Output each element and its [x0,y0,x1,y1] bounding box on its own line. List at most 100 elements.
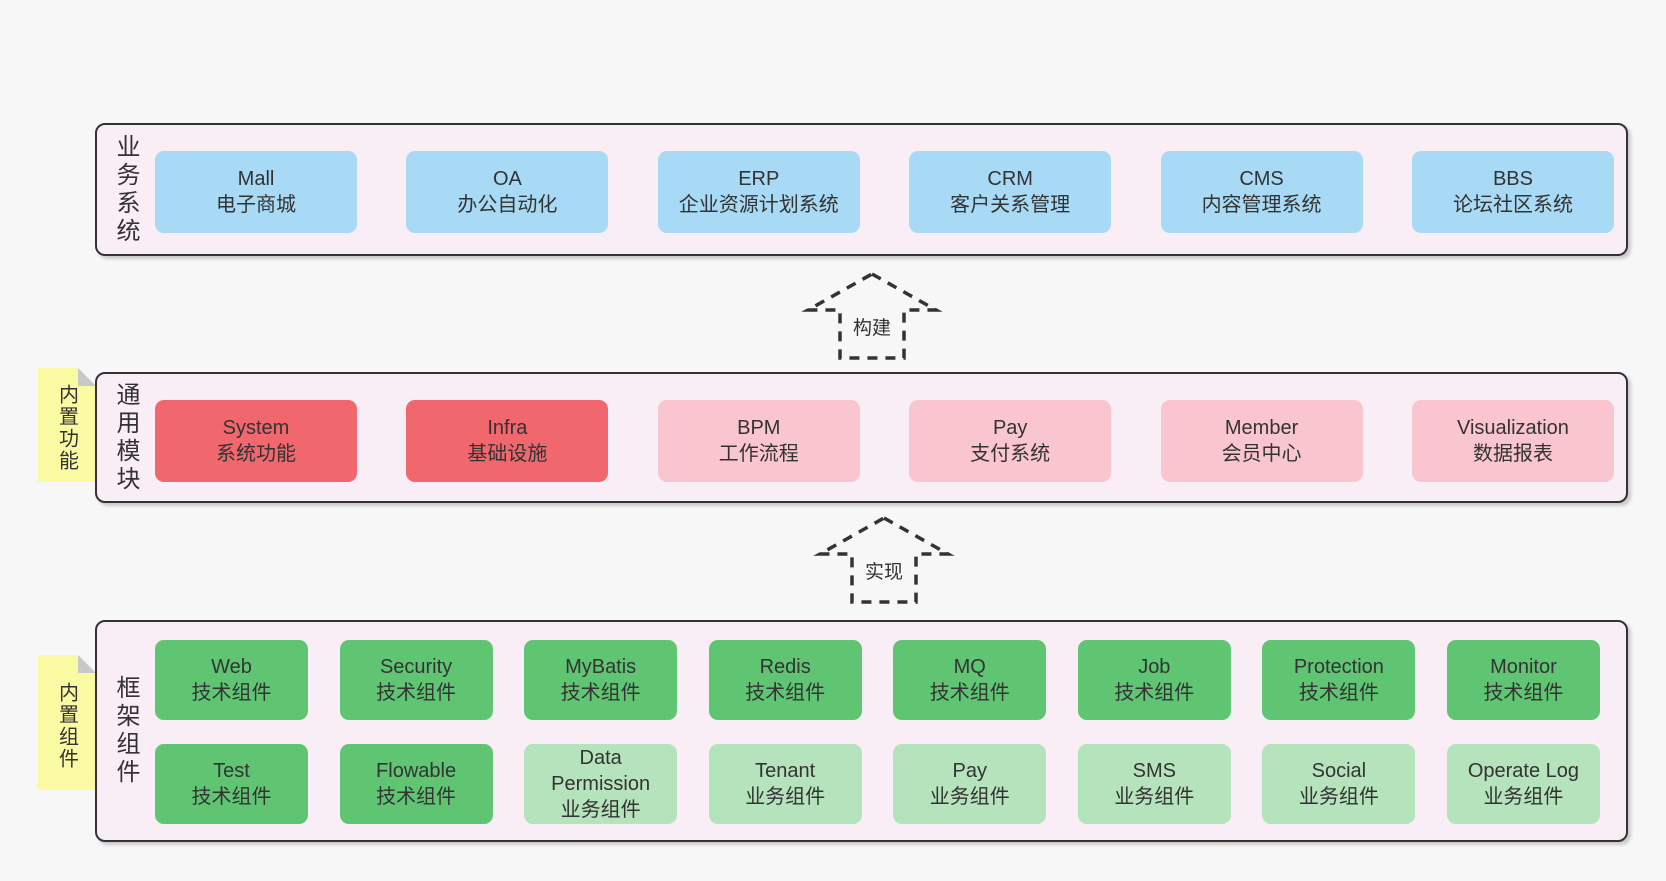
module-name: Social [1311,760,1367,782]
module-name: Monitor [1490,656,1557,678]
box-row-common-modules: System 系统功能 Infra 基础设施 BPM 工作流程 Pay 支付系统 Member 会… [155,400,1614,482]
module-name: CRM [987,168,1033,190]
module-subtitle: 技术组件 [376,682,457,704]
module-name: Visualization [1456,417,1569,439]
module-box-oa: OA 办公自动化 [406,151,609,233]
module-subtitle: 工作流程 [718,443,799,465]
module-box-test: Test 技术组件 [155,744,308,824]
module-name: BPM [737,417,781,439]
module-subtitle: 技术组件 [191,786,272,808]
module-subtitle: 客户关系管理 [950,194,1071,216]
module-subtitle: 技术组件 [191,682,272,704]
module-subtitle: 企业资源计划系统 [678,194,839,216]
module-box-job: Job 技术组件 [1077,640,1231,720]
module-box-cms: CMS 内容管理系统 [1160,151,1363,233]
module-box-visualization: Visualization 数据报表 [1411,400,1614,482]
module-name: MyBatis [565,656,637,678]
module-box-bbs: BBS 论坛社区系统 [1411,151,1614,233]
module-box-web: Web 技术组件 [155,640,308,720]
build-arrow: 构建 [801,271,943,361]
module-name: Pay [992,417,1028,439]
band-title-framework-components: 框架组件 [112,675,139,787]
module-box-erp: ERP 企业资源计划系统 [657,151,860,233]
module-box-mall: Mall 电子商城 [155,151,357,233]
module-name: BBS [1492,168,1533,190]
sticky-note-built-in-components: 内置组件 [38,655,96,790]
sticky-note-label: 内置组件 [55,681,78,770]
up-arrow-dashed-icon [801,271,943,360]
module-box-flowable: Flowable 技术组件 [339,744,493,824]
module-box-pay: Pay 支付系统 [909,400,1112,482]
module-name: Test [213,760,250,782]
sticky-note-built-in-features: 内置功能 [38,368,96,482]
module-box-infra: Infra 基础设施 [406,400,609,482]
module-name: SMS [1132,760,1176,782]
module-subtitle: 内容管理系统 [1201,194,1322,216]
module-name: OA [492,168,522,190]
module-subtitle: 技术组件 [1483,682,1564,704]
module-subtitle: 基础设施 [467,443,548,465]
module-name: Infra [487,417,528,439]
module-box-crm: CRM 客户关系管理 [909,151,1112,233]
module-box-pay: Pay 业务组件 [893,744,1047,824]
module-subtitle: 技术组件 [1298,682,1379,704]
module-subtitle: 业务组件 [1298,786,1379,808]
module-subtitle: 业务组件 [1114,786,1195,808]
module-box-security: Security 技术组件 [339,640,493,720]
module-subtitle: 系统功能 [216,443,296,465]
band-title-business-systems: 业务系统 [112,133,139,246]
module-subtitle: 技术组件 [929,682,1010,704]
module-name: CMS [1239,168,1284,190]
module-box-member: Member 会员中心 [1160,400,1363,482]
module-subtitle: 办公自动化 [457,194,558,216]
module-subtitle: 论坛社区系统 [1452,194,1573,216]
module-box-social: Social 业务组件 [1262,744,1416,824]
module-subtitle: 业务组件 [560,799,641,821]
module-box-mybatis: MyBatis 技术组件 [524,640,678,720]
band-business-systems: 业务系统 Mall 电子商城 OA 办公自动化 ERP 企业资源计划系统 CRM 客户关系管理… [95,123,1628,256]
module-box-bpm: BPM 工作流程 [657,400,860,482]
module-name: Web [211,656,252,678]
module-name: Member [1224,417,1299,439]
module-name: Protection [1293,656,1384,678]
module-box-system: System 系统功能 [155,400,357,482]
module-name: Mall [237,168,275,190]
module-subtitle: 技术组件 [560,682,641,704]
module-subtitle: 技术组件 [1114,682,1195,704]
module-subtitle: 会员中心 [1221,443,1302,465]
module-name: Flowable [376,760,457,782]
module-name: Redis [759,656,811,678]
band-title-common-modules: 通用模块 [112,381,139,494]
module-box-protection: Protection 技术组件 [1262,640,1416,720]
module-name: ERP [738,168,780,190]
up-arrow-dashed-icon [813,515,955,604]
module-box-redis: Redis 技术组件 [708,640,862,720]
band-common-modules: 通用模块 System 系统功能 Infra 基础设施 BPM 工作流程 Pay 支付系统 Me… [95,372,1628,503]
module-subtitle: 技术组件 [376,786,457,808]
module-name: Operate Log [1467,760,1580,782]
module-subtitle: 电子商城 [216,194,296,216]
module-subtitle: 业务组件 [745,786,826,808]
module-subtitle: 数据报表 [1472,443,1553,465]
module-subtitle: 技术组件 [745,682,826,704]
build-arrow-label: 构建 [852,318,891,339]
implement-arrow-label: 实现 [864,562,903,583]
module-name: Pay [952,760,987,782]
module-name: MQ [953,656,986,678]
module-name: Job [1138,656,1171,678]
module-box-mq: MQ 技术组件 [893,640,1047,720]
module-name: System [222,417,290,439]
module-name: Security [379,656,453,678]
module-box-sms: SMS 业务组件 [1077,744,1231,824]
module-subtitle: 支付系统 [970,443,1051,465]
module-subtitle: 业务组件 [929,786,1010,808]
module-box-monitor: Monitor 技术组件 [1446,640,1600,720]
sticky-note-label: 内置功能 [55,384,78,472]
